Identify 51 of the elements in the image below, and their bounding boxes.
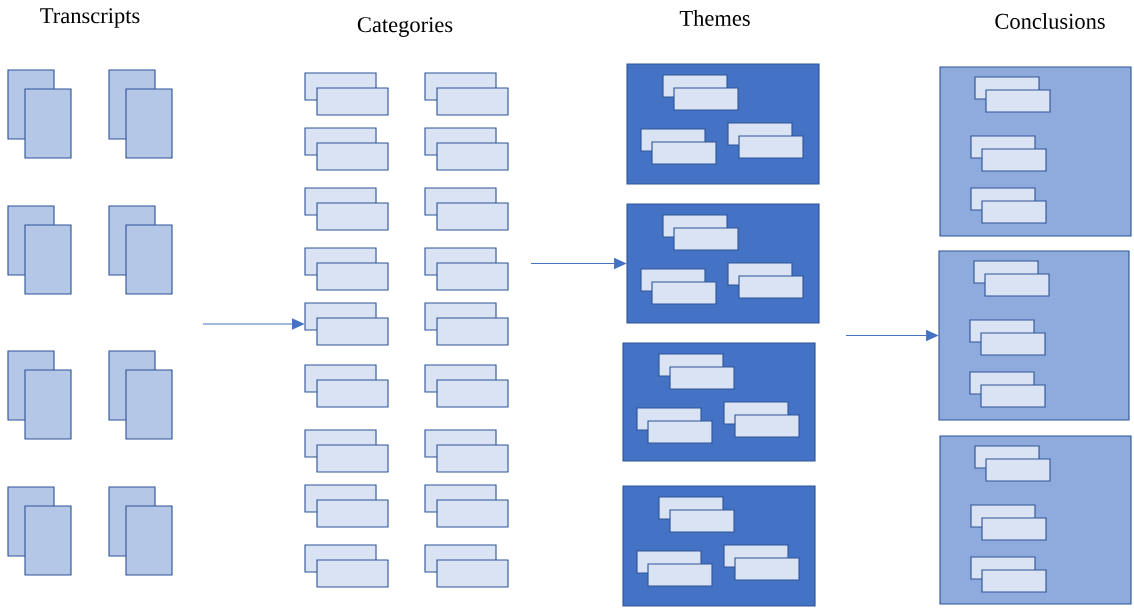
card-stack [969, 319, 1046, 356]
card-stack [727, 262, 804, 299]
card-stack [304, 127, 389, 171]
column-heading: Categories [357, 17, 453, 37]
card-stack [636, 550, 713, 587]
card-stack [424, 247, 509, 291]
column-heading: Themes [679, 10, 750, 26]
card-stack [304, 247, 389, 291]
card-stack [304, 544, 389, 588]
card-stack [424, 429, 509, 473]
card-stack [970, 556, 1047, 593]
document-stack [108, 69, 173, 159]
card-stack [304, 429, 389, 473]
card-stack [662, 74, 739, 111]
card-stack [970, 504, 1047, 541]
document-stack [108, 486, 173, 576]
card-stack [727, 122, 804, 159]
card-stack [640, 268, 717, 305]
column-heading: Conclusions [995, 13, 1105, 29]
card-stack [723, 401, 800, 438]
card-stack [424, 72, 509, 116]
card-stack [640, 128, 717, 165]
card-stack [304, 72, 389, 116]
card-stack [424, 302, 509, 346]
card-stack [658, 353, 735, 390]
card-stack [970, 187, 1047, 224]
card-stack [662, 214, 739, 251]
card-stack [723, 544, 800, 581]
card-stack [658, 496, 735, 533]
card-stack [424, 187, 509, 231]
document-stack [7, 486, 72, 576]
card-stack [424, 484, 509, 528]
card-stack [969, 371, 1046, 408]
card-stack [304, 484, 389, 528]
card-stack [304, 364, 389, 408]
card-stack [974, 76, 1051, 113]
document-stack [7, 350, 72, 440]
document-stack [108, 350, 173, 440]
card-stack [424, 127, 509, 171]
document-stack [7, 69, 72, 159]
document-stack [108, 205, 173, 295]
card-stack [304, 302, 389, 346]
column-heading: Transcripts [40, 8, 140, 28]
card-stack [424, 364, 509, 408]
card-stack [636, 407, 713, 444]
document-stack [7, 205, 72, 295]
card-stack [973, 260, 1050, 297]
card-stack [974, 445, 1051, 482]
card-stack [304, 187, 389, 231]
card-stack [424, 544, 509, 588]
card-stack [970, 135, 1047, 172]
